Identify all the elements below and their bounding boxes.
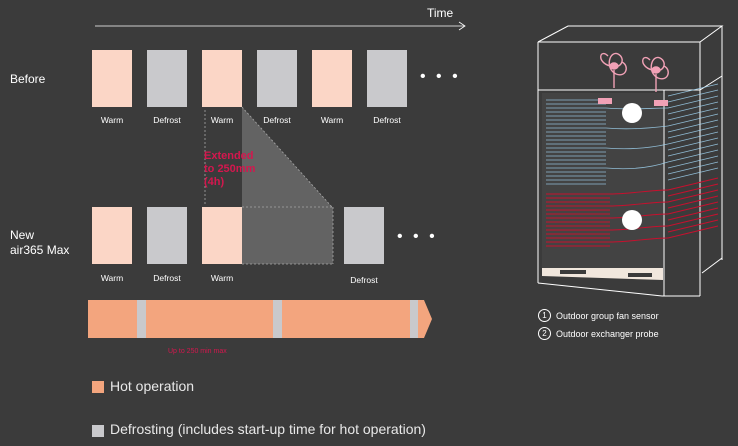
before-block-label-2: Defrost <box>153 115 181 125</box>
probe-marker-1 <box>622 103 642 123</box>
extended-note-line-3: (4h) <box>204 176 225 188</box>
before-ellipsis: • • • <box>420 68 461 85</box>
legend-defrost-label: Defrosting (includes start-up time for h… <box>110 421 426 437</box>
time-axis: Time <box>95 0 470 32</box>
before-block-label-4: Defrost <box>263 115 291 125</box>
before-block-label-6: Defrost <box>373 115 401 125</box>
extended-note-line-1: Extended <box>204 150 254 162</box>
fan-icon-right <box>642 56 669 92</box>
new-block-3 <box>202 207 242 264</box>
new-block-1 <box>92 207 132 264</box>
legend-hot-label: Hot operation <box>110 378 195 394</box>
probe-legend-item-2: 2 Outdoor exchanger probe <box>538 327 659 340</box>
outdoor-unit-illustration <box>537 25 724 297</box>
probe-number-1: 1 <box>538 309 551 322</box>
before-block-2 <box>147 50 187 107</box>
new-block-4 <box>344 207 384 264</box>
probe-label-1: Outdoor group fan sensor <box>556 310 659 321</box>
before-block-1 <box>92 50 132 107</box>
extended-note: Extended to 250mm (4h) <box>204 150 255 189</box>
time-label: Time <box>427 6 454 20</box>
before-block-label-3: Warm <box>210 115 234 125</box>
legend-defrost-swatch <box>92 425 104 437</box>
bar-note: Up to 250 min max <box>168 348 227 355</box>
before-block-3 <box>202 50 242 107</box>
new-row-label-line-2: air365 Max <box>10 243 70 257</box>
probe-number-2: 2 <box>538 327 551 340</box>
before-block-label-5: Warm <box>320 115 344 125</box>
probe-legend-item-1: 1 Outdoor group fan sensor <box>538 309 659 322</box>
bar-defrost-segment-2 <box>273 300 282 338</box>
bar-defrost-segment-3 <box>410 300 418 338</box>
new-row-label: New air365 Max <box>10 228 69 258</box>
new-block-label-1: Warm <box>100 273 124 283</box>
fan-icon-left <box>600 52 627 88</box>
new-block-label-3: Warm <box>210 273 234 283</box>
new-row-label-line-1: New <box>10 228 35 242</box>
probe-marker-2 <box>622 210 642 230</box>
before-block-6 <box>367 50 407 107</box>
before-row-label: Before <box>10 72 46 86</box>
new-block-label-4: Defrost <box>350 275 378 285</box>
before-block-5 <box>312 50 352 107</box>
before-block-4 <box>257 50 297 107</box>
fan-sensor-right <box>654 100 668 106</box>
probe-label-2: Outdoor exchanger probe <box>556 328 659 339</box>
extended-note-line-2: to 250mm <box>204 163 256 175</box>
before-block-label-1: Warm <box>100 115 124 125</box>
fan-sensor-left <box>598 98 612 104</box>
new-ellipsis: • • • <box>397 228 438 245</box>
bar-defrost-segment-1 <box>137 300 146 338</box>
hot-operation-bar <box>88 300 432 338</box>
legend-hot-swatch <box>92 381 104 393</box>
new-block-label-2: Defrost <box>153 273 181 283</box>
new-block-2 <box>147 207 187 264</box>
time-arrow <box>95 21 466 31</box>
